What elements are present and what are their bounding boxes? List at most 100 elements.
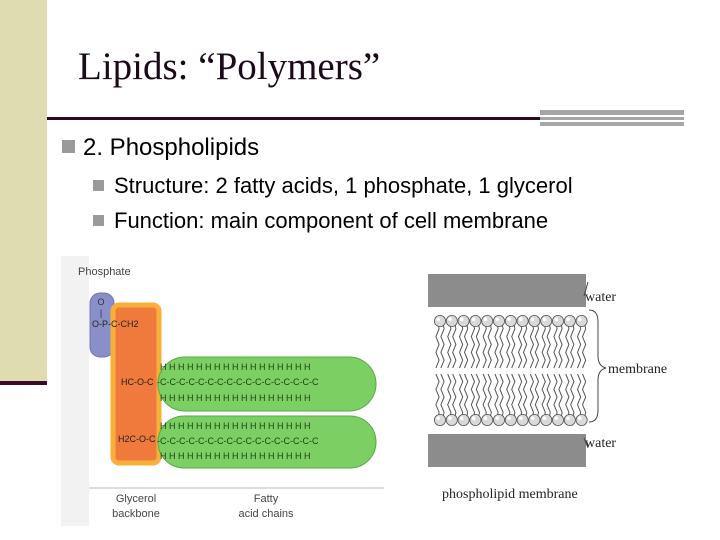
lipid-tail [522,320,528,369]
lipid-head [528,315,541,328]
lipid-tail [458,373,464,421]
lipid-tail [534,373,540,421]
lipid-head [516,413,529,426]
lipid-tail [447,373,452,421]
lipid-head [469,315,482,328]
lipid-head [457,413,470,426]
membrane-label: membrane [608,362,667,377]
lipid-tail [553,320,558,369]
lipid-head [504,413,517,426]
glycerol-bottom-formula: H2C-O-C [118,434,156,444]
lipid-head [445,315,458,328]
lipid-head-highlight [554,317,558,321]
lipid-tail [511,373,516,421]
lipid-tail [529,320,535,369]
side-band [0,0,47,385]
glycerol-caption-1: Glycerol [116,493,156,505]
fatty-acid-chain-1 [157,356,377,412]
bullet-phospholipids: 2. Phospholipids [62,134,259,162]
lipid-tail [506,320,511,369]
bullet-square-icon [93,179,104,191]
sub-bullet-function: Function: main component of cell membran… [93,208,548,234]
sub-bullet-text: Structure: 2 fatty acids, 1 phosphate, 1… [114,173,573,198]
lipid-head [563,315,576,328]
lipid-head [469,413,482,426]
lipid-tail [534,320,540,369]
membrane-brace [588,309,607,423]
lipid-head-highlight [566,416,570,420]
lipid-tail [541,373,546,421]
lipid-head-highlight [578,416,582,420]
lipid-tail [565,373,570,421]
lipid-tail [570,320,575,369]
lipid-head-highlight [554,416,558,420]
lipid-head-highlight [436,317,440,321]
lipid-head [540,413,553,426]
bullet-text: 2. Phospholipids [83,134,260,161]
side-band-edge [0,381,47,385]
lipid-head [481,315,494,328]
lipid-head-highlight [460,317,464,321]
title-rule [47,117,540,120]
lipid-tail [581,320,587,369]
lipid-tail [447,320,452,369]
lipid-head-highlight [519,317,523,321]
chain2-carbon: -C-C-C-C-C-C-C-C-C-C-C-C-C-C-C-C-C [157,436,319,446]
lipid-tail [517,320,523,369]
lipid-head [504,315,517,328]
lipid-tail [576,320,582,369]
chain2-h-top: H H H H H H H H H H H H H H H H H [160,421,311,431]
lipid-head-highlight [530,416,535,420]
lipid-tail [546,373,551,421]
lipid-tail [499,373,504,421]
bullet-square-icon [62,140,75,154]
chain1-carbon: -C-C-C-C-C-C-C-C-C-C-C-C-C-C-C-C-C [157,377,319,387]
lipid-head [575,413,588,426]
lipid-tail [558,373,563,421]
lipid-tails [435,320,587,421]
lipid-head-highlight [436,416,440,420]
lipid-head [457,315,470,328]
phosphate-label: Phosphate [78,266,131,278]
lipid-head-highlight [495,416,499,420]
membrane-figure: water membrane water phospholipid membra… [426,270,690,506]
lipid-tail [546,320,551,369]
lipid-tail [529,373,535,421]
chain2-h-bottom: H H H H H H H H H H H H H H H H H [160,451,311,461]
lipid-tail [487,320,492,369]
lipid-head [493,413,506,426]
lipid-tail [494,373,499,421]
lipid-head-highlight [530,317,535,321]
lipid-tail [470,320,476,369]
lipid-head-highlight [495,317,499,321]
lipid-head [433,315,446,328]
lipid-tail [494,320,499,369]
sub-bullet-text: Function: main component of cell membran… [114,208,549,233]
lipid-head [563,413,576,426]
lipid-tail [452,320,457,369]
lipid-tail [470,373,476,421]
svg-text:|: | [100,308,102,318]
lipid-head-highlight [448,416,452,420]
fatty-caption-1: Fatty [254,493,279,505]
lipid-tail [487,373,492,421]
lipid-tail [452,373,457,421]
lipid-head [493,315,506,328]
lipid-tail [440,320,445,369]
phospholipid-structure-figure: Phosphate O | O-P-C-CH2 HC-O-C H2C-O-C H… [61,256,384,526]
title-rule-accent [540,110,684,126]
lipid-tail [458,320,464,369]
lipid-head [540,315,553,328]
chain1-h-top: H H H H H H H H H H H H H H H H H [160,362,311,372]
lipid-tail [522,373,528,421]
glycerol-caption-2: backbone [112,508,160,520]
lipid-tail [499,320,504,369]
lipid-head-highlight [578,317,582,321]
water-bottom-region [428,434,586,467]
lipid-tail [463,373,469,421]
lipid-head [433,413,446,426]
membrane-caption: phospholipid membrane [442,487,578,502]
lipid-head-highlight [471,317,476,321]
lipid-head [552,413,565,426]
lipid-tail [463,320,469,369]
